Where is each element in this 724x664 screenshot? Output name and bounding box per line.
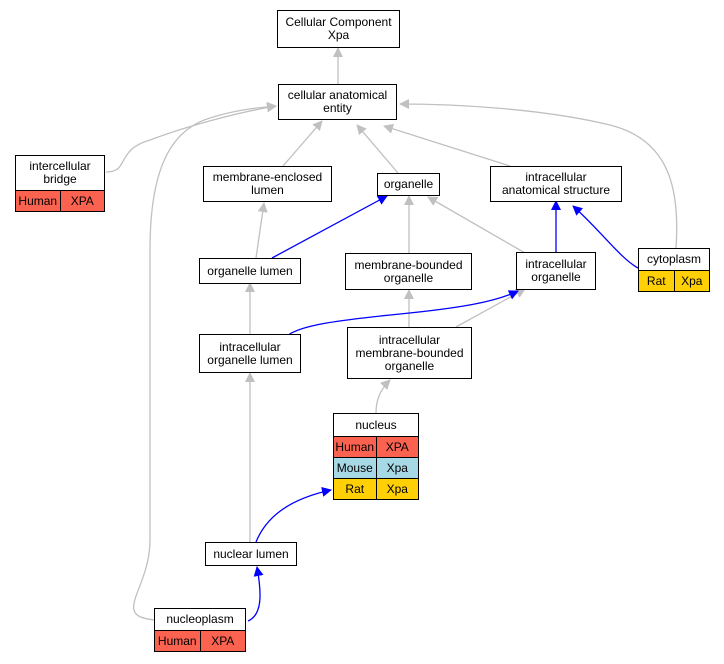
edge-nucleus-imbo <box>375 379 391 414</box>
node-label: nucleoplasm <box>166 612 234 626</box>
gene-name: Xpa <box>375 479 419 499</box>
edge-ol-organelle <box>271 195 388 259</box>
species-name: Human <box>18 193 58 208</box>
node-intercellular-bridge[interactable]: intercellular bridge Human XPA <box>15 155 105 212</box>
node-nucleoplasm[interactable]: nucleoplasm Human XPA <box>154 608 246 652</box>
species-row-human: Human XPA <box>155 630 245 651</box>
species-name: Rat <box>646 273 666 288</box>
node-label: intercellular bridge <box>29 159 91 186</box>
gene-name: Xpa <box>673 271 710 291</box>
species-name: Mouse <box>336 460 373 475</box>
species-row-human: Human XPA <box>334 436 418 457</box>
species-name: Human <box>335 439 375 454</box>
node-membrane-enclosed-lumen[interactable]: membrane-enclosed lumen <box>203 166 332 202</box>
species-row-mouse: Mouse Xpa <box>334 457 418 478</box>
node-cytoplasm[interactable]: cytoplasm Rat Xpa <box>638 248 710 292</box>
node-cellular-component[interactable]: Cellular Component Xpa <box>277 10 400 48</box>
node-intracellular-organelle-lumen[interactable]: intracellular organelle lumen <box>199 334 301 373</box>
node-label: nucleus <box>355 417 397 432</box>
edge-cyto-cae <box>399 99 678 249</box>
edge-imbo-io <box>455 288 526 328</box>
node-intracellular-anatomical-structure[interactable]: intracellular anatomical structure <box>490 166 622 202</box>
node-label: intracellular organelle <box>525 257 587 284</box>
node-nuclear-lumen[interactable]: nuclear lumen <box>205 542 297 566</box>
gene-name: XPA <box>59 191 105 211</box>
node-label: intracellular membrane-bounded organelle <box>355 332 464 373</box>
species-row-human: Human XPA <box>16 190 104 211</box>
node-label: nuclear lumen <box>213 546 289 561</box>
node-label: intracellular anatomical structure <box>501 170 611 197</box>
gene-name: Xpa <box>375 458 419 478</box>
edge-nl-nucleus <box>255 487 332 543</box>
edge-ol-mel <box>255 202 268 259</box>
species-name: Rat <box>345 481 365 496</box>
edge-organelle-cae <box>356 124 399 174</box>
node-membrane-bounded-organelle[interactable]: membrane-bounded organelle <box>345 253 472 290</box>
edge-np-cae <box>133 101 277 621</box>
edge-io-organelle <box>427 196 526 254</box>
species-row-rat: Rat Xpa <box>334 478 418 499</box>
species-row-rat: Rat Xpa <box>639 270 709 291</box>
edge-np-nl <box>247 566 264 622</box>
node-cellular-anatomical-entity[interactable]: cellular anatomical entity <box>278 84 397 120</box>
edge-cyto-ias <box>572 205 639 269</box>
edge-ias-cae <box>383 123 511 167</box>
edge-ib-cae <box>105 102 277 173</box>
species-name: Human <box>157 633 197 648</box>
node-label: organelle lumen <box>207 263 293 278</box>
edge-iol-io <box>286 290 519 337</box>
node-label: membrane-bounded organelle <box>354 257 463 285</box>
node-intracellular-membrane-bounded-organelle[interactable]: intracellular membrane-bounded organelle <box>347 327 472 379</box>
node-organelle-lumen[interactable]: organelle lumen <box>199 258 301 284</box>
node-label: Cellular Component Xpa <box>285 15 392 42</box>
node-organelle[interactable]: organelle <box>377 173 440 196</box>
node-nucleus[interactable]: nucleus Human XPA Mouse Xpa Rat Xpa <box>333 413 419 500</box>
node-label: intracellular organelle lumen <box>207 339 293 367</box>
gene-name: XPA <box>199 631 246 651</box>
gene-name: XPA <box>375 437 419 457</box>
node-label: organelle <box>383 177 434 191</box>
node-label: cellular anatomical entity <box>287 88 388 115</box>
node-label: membrane-enclosed lumen <box>212 170 323 197</box>
node-intracellular-organelle[interactable]: intracellular organelle <box>516 252 596 290</box>
edge-mel-cae <box>282 120 323 167</box>
node-label: cytoplasm <box>646 252 702 266</box>
